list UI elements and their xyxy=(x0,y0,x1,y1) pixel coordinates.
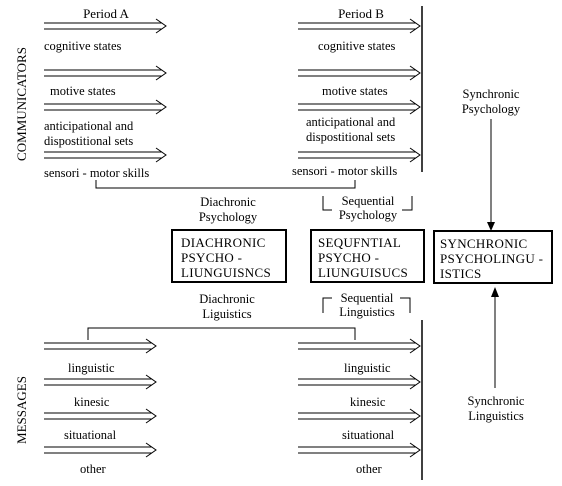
arrow-b-linguistic xyxy=(298,338,421,354)
other-b: other xyxy=(356,462,383,476)
linguistic-b: linguistic xyxy=(344,361,391,375)
synchronic-box-line3: ISTICS xyxy=(440,266,482,281)
communicators-label: COMMUNICATORS xyxy=(14,47,29,161)
sequential-box-line2: PSYCHO - xyxy=(318,250,379,265)
motive-states-a: motive states xyxy=(50,84,116,98)
diachronic-linguistics-line1: Diachronic xyxy=(199,292,255,306)
synchronic-linguistics-line2: Linguistics xyxy=(468,409,524,423)
cognitive-states-b: cognitive states xyxy=(318,39,396,53)
arrow-a-linguistic xyxy=(44,338,157,354)
synchronic-box-line1: SYNCHRONIC xyxy=(440,236,528,251)
sensori-motor-a: sensori - motor skills xyxy=(44,166,149,180)
diachronic-linguistics-bracket xyxy=(87,327,356,340)
arrow-b-other xyxy=(298,442,421,458)
linguistic-a: linguistic xyxy=(68,361,115,375)
arrow-a-motive xyxy=(44,65,167,81)
anticipational-b-line1: anticipational and xyxy=(306,115,396,129)
diachronic-box-line3: LIUNGUISNCS xyxy=(181,265,271,280)
cognitive-states-a: cognitive states xyxy=(44,39,122,53)
arrow-a-other xyxy=(44,442,157,458)
sequential-linguistics-line2: Linguistics xyxy=(339,305,395,319)
arrow-b-sensori xyxy=(298,147,421,163)
diachronic-box xyxy=(171,229,287,283)
synchronic-psychology-arrowhead xyxy=(487,222,495,231)
kinesic-a: kinesic xyxy=(74,395,110,409)
synchronic-psychology-line1: Synchronic xyxy=(463,87,520,101)
sequential-psychology-bracket-right xyxy=(402,196,413,211)
anticipational-a-line1: anticipational and xyxy=(44,119,134,133)
synchronic-box-line2: PSYCHOLINGU - xyxy=(440,251,543,266)
sequential-box-line3: LIUNGUISUCS xyxy=(318,265,408,280)
diachronic-psychology-line1: Diachronic xyxy=(200,195,256,209)
sequential-box-line1: SEQUFNTIAL xyxy=(318,235,401,250)
sequential-psychology-bracket-left xyxy=(322,196,332,211)
diachronic-psychology-line2: Psychology xyxy=(199,210,258,224)
arrow-a-cognitive xyxy=(44,18,167,34)
messages-label: MESSAGES xyxy=(14,376,29,444)
arrow-a-situational xyxy=(44,408,157,424)
double-arrows xyxy=(44,18,421,458)
arrow-a-anticipational xyxy=(44,99,167,115)
synchronic-box xyxy=(433,230,553,284)
diachronic-box-line2: PSYCHO - xyxy=(181,250,242,265)
anticipational-a-line2: dispostitional sets xyxy=(44,134,133,148)
synchronic-psychology-line2: Psychology xyxy=(462,102,521,116)
sequential-linguistics-bracket-right xyxy=(400,297,411,313)
sensori-motor-b: sensori - motor skills xyxy=(292,164,397,178)
diachronic-linguistics-line2: Liguistics xyxy=(202,307,251,321)
arrow-b-situational xyxy=(298,408,421,424)
period-b-label: Period B xyxy=(338,6,384,21)
situational-a: situational xyxy=(64,428,117,442)
sequential-box xyxy=(310,229,425,283)
diachronic-box-line1: DIACHRONIC xyxy=(181,235,266,250)
synchronic-linguistics-line1: Synchronic xyxy=(468,394,525,408)
synchronic-linguistics-arrowhead xyxy=(491,287,499,297)
period-a-label: Period A xyxy=(83,6,129,21)
anticipational-b-line2: dispostitional sets xyxy=(306,130,395,144)
arrow-a-sensori xyxy=(44,147,167,163)
arrow-a-kinesic xyxy=(44,374,157,390)
diachronic-psychology-bracket xyxy=(95,180,356,189)
sequential-psychology-line2: Psychology xyxy=(339,208,398,222)
arrow-b-kinesic xyxy=(298,374,421,390)
situational-b: situational xyxy=(342,428,395,442)
kinesic-b: kinesic xyxy=(350,395,386,409)
other-a: other xyxy=(80,462,107,476)
sequential-linguistics-bracket-left xyxy=(322,297,332,313)
sequential-linguistics-line1: Sequential xyxy=(341,291,394,305)
arrow-b-anticipational xyxy=(298,99,421,115)
arrow-b-cognitive xyxy=(298,18,421,34)
motive-states-b: motive states xyxy=(322,84,388,98)
sequential-psychology-line1: Sequential xyxy=(342,194,395,208)
arrow-b-motive xyxy=(298,65,421,81)
